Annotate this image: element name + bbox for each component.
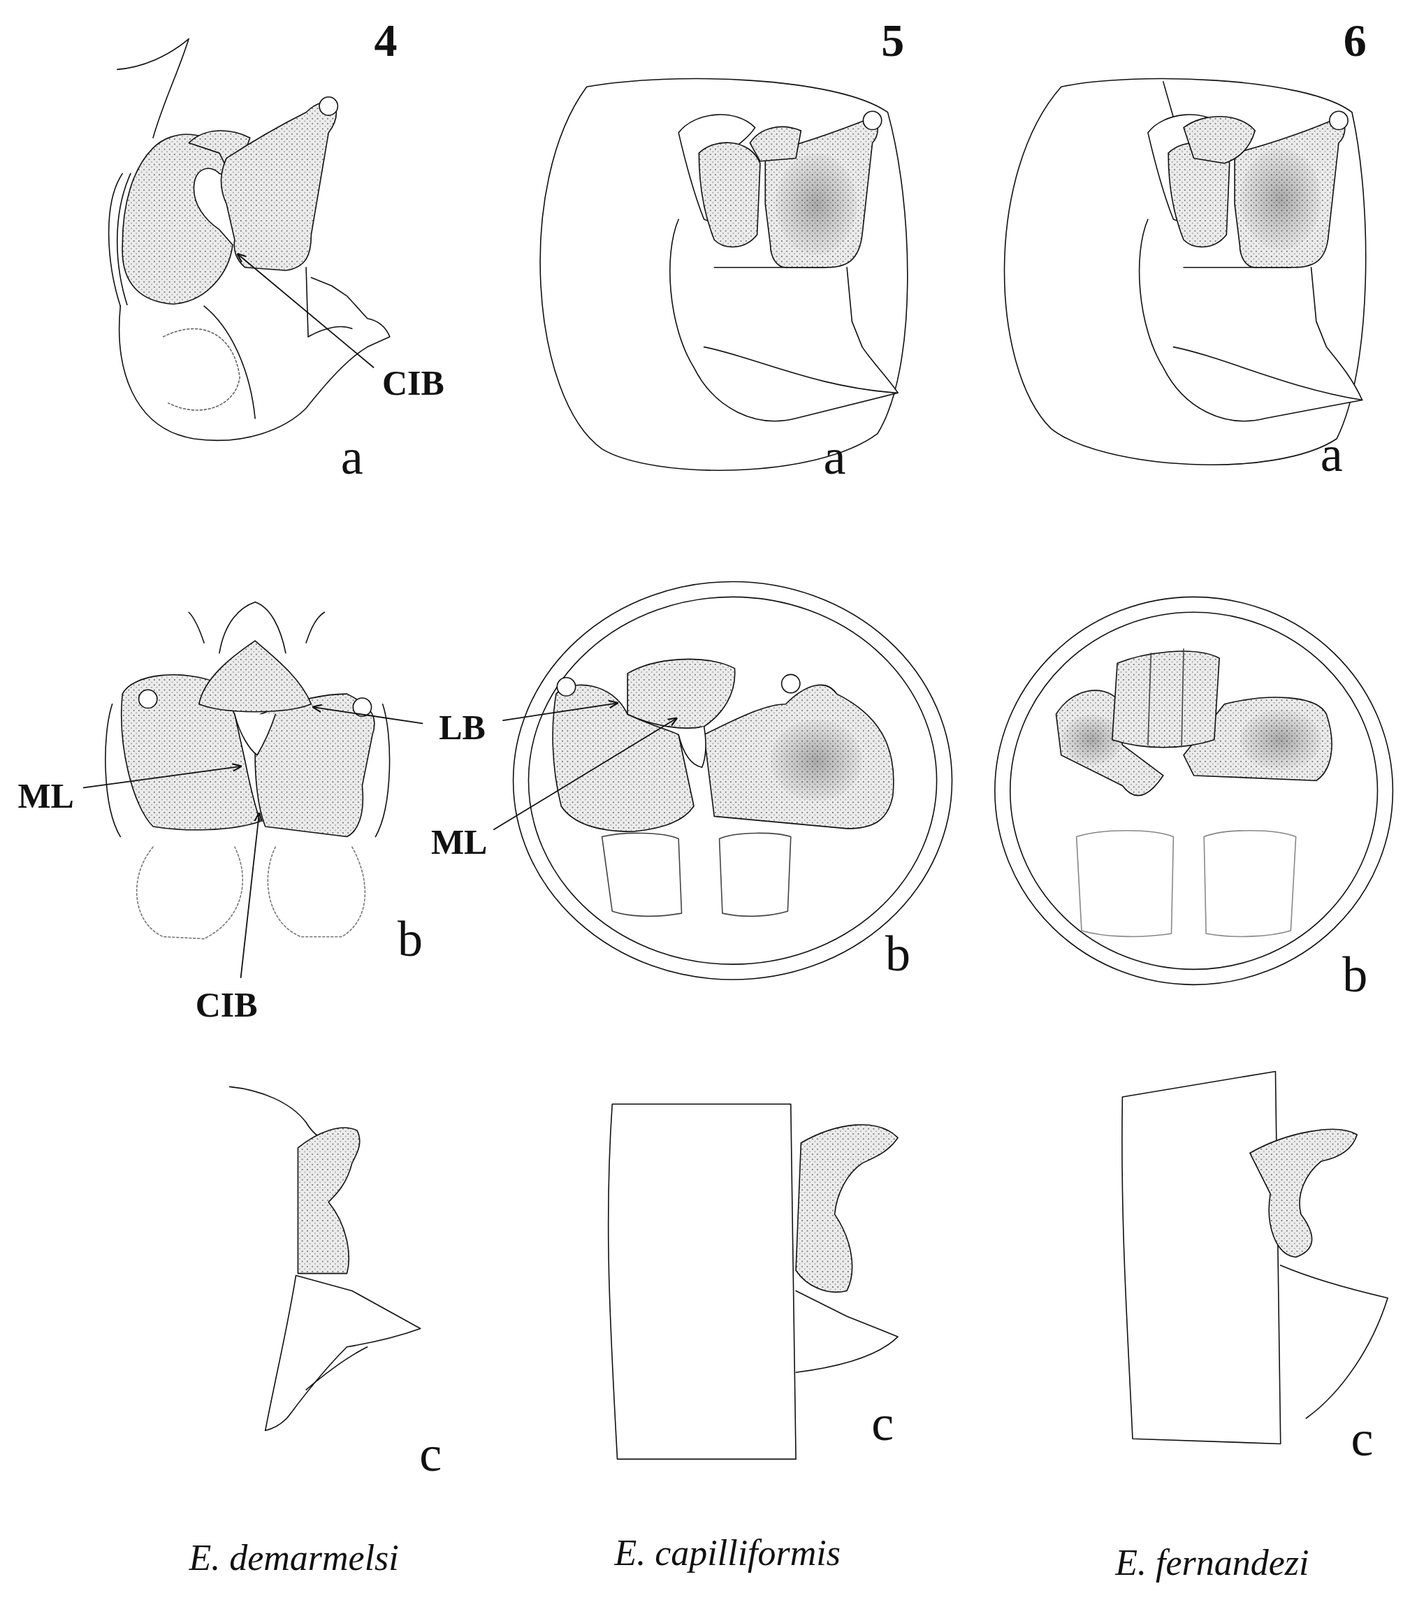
species-name: E. fernandezi xyxy=(1115,1544,1309,1582)
panel-letter: a xyxy=(340,431,364,483)
panel-letter: a xyxy=(823,431,847,483)
figure-6a xyxy=(1004,78,1366,466)
panel-letter: b xyxy=(397,913,423,965)
figure-6b xyxy=(994,596,1394,985)
figure-5c xyxy=(608,1103,898,1459)
leader-lines xyxy=(83,254,677,978)
panel-letter: c xyxy=(419,1428,442,1480)
species-name: E. demarmelsi xyxy=(188,1539,399,1577)
figure-5a xyxy=(540,78,908,471)
structure-label: CIB xyxy=(382,365,445,401)
figure-number: 4 xyxy=(374,17,398,64)
panel-letter: a xyxy=(1320,429,1343,480)
panel-letter: b xyxy=(1342,949,1368,1000)
figure-6c xyxy=(1122,1071,1388,1444)
structure-label: ML xyxy=(431,824,488,860)
figure-5b xyxy=(513,581,953,980)
structure-label: CIB xyxy=(195,987,258,1023)
figure-number: 5 xyxy=(881,17,905,64)
structure-label: LB xyxy=(438,709,486,745)
figure-number: 6 xyxy=(1343,17,1367,64)
figure-4a xyxy=(108,39,390,441)
species-name: E. capilliformis xyxy=(614,1535,841,1572)
panel-letter: b xyxy=(885,928,911,979)
panel-letter: c xyxy=(871,1398,894,1449)
figure-4c xyxy=(229,1086,421,1431)
panel-letter: c xyxy=(1351,1413,1374,1464)
structure-label: ML xyxy=(17,778,75,814)
figure-4b xyxy=(105,602,390,940)
